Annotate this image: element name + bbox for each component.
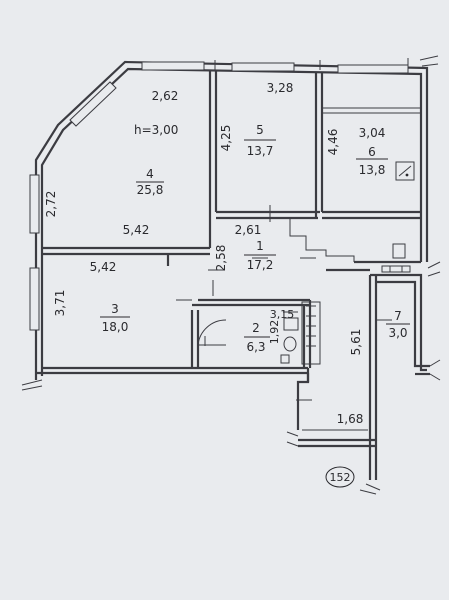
room-5-dim-1: 3,28: [267, 81, 294, 95]
room-2-dim-2: 1,92: [268, 320, 281, 345]
room-4-dim-3: 5,42: [123, 223, 150, 237]
room-7-number: 7: [394, 309, 402, 323]
room-6: 3,04 4,46 6 13,8: [326, 126, 388, 177]
room-6-area: 13,8: [359, 163, 386, 177]
room-4-area: 25,8: [137, 183, 164, 197]
room-1: 2,61 2,58 1 17,2: [214, 223, 276, 272]
sheet-number-badge: 152: [325, 466, 355, 488]
windows: [29, 61, 409, 331]
room-5-number: 5: [256, 123, 264, 137]
sheet-number: 152: [330, 471, 351, 484]
room-7: 7 3,0 5,61: [349, 309, 410, 355]
room-3-area: 18,0: [102, 320, 129, 334]
room-5: 3,28 4,25 5 13,7: [219, 81, 293, 158]
room-4-dim-2: 2,72: [44, 191, 58, 218]
room-2: 3,15 1,92 2 6,3: [244, 308, 294, 354]
room-4-dim-1: 2,62: [152, 89, 179, 103]
room-3: 5,42 3,71 3 18,0: [53, 260, 130, 334]
room-6-dim-2: 4,46: [326, 129, 340, 156]
room-1-number: 1: [256, 239, 264, 253]
room-5-area: 13,7: [247, 144, 274, 158]
room-1-dim-2: 2,58: [214, 245, 228, 272]
corridor-dim: 1,68: [337, 412, 364, 426]
room-4: 2,62 h=3,00 4 25,8 2,72 5,42: [44, 89, 178, 237]
room-1-area: 17,2: [247, 258, 274, 272]
room-5-dim-2: 4,25: [219, 125, 233, 152]
room-4-number: 4: [146, 167, 154, 181]
room-2-number: 2: [252, 321, 260, 335]
interior-walls: [42, 58, 421, 431]
room-6-number: 6: [368, 145, 376, 159]
room-7-dim-1: 5,61: [349, 329, 363, 356]
room-3-number: 3: [111, 302, 119, 316]
room-3-dim-1: 5,42: [90, 260, 117, 274]
room-2-area: 6,3: [246, 340, 265, 354]
room-6-dim-1: 3,04: [359, 126, 386, 140]
room-7-area: 3,0: [388, 326, 407, 340]
room-3-dim-2: 3,71: [53, 290, 67, 317]
room-2-dim-1: 3,15: [270, 308, 295, 321]
outer-walls: [21, 55, 441, 495]
ceiling-height: h=3,00: [134, 123, 178, 137]
room-1-dim-1: 2,61: [235, 223, 262, 237]
